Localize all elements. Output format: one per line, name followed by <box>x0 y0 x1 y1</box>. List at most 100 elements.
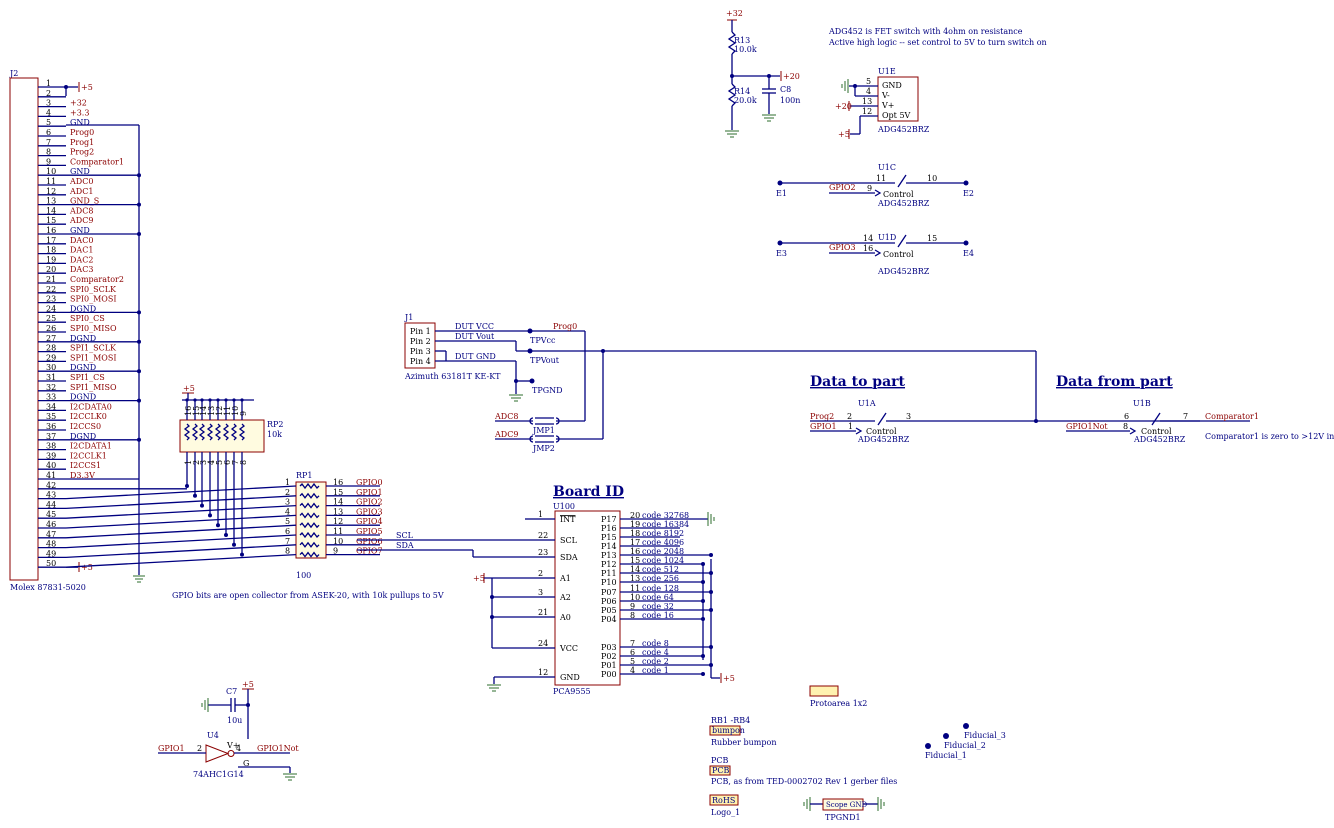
u100-power-p00: +5 <box>723 674 735 683</box>
rp1-net: GPIO0 <box>356 478 383 487</box>
j2-pin-number: 30 <box>46 363 56 372</box>
u100-right-pin-name: P14 <box>601 542 617 551</box>
rp2-resistor <box>206 423 214 441</box>
j2-pin-number: 41 <box>46 471 56 480</box>
j2-pin-number: 31 <box>46 373 56 382</box>
rp2-resistor <box>238 423 246 441</box>
ground-symbol <box>707 512 715 526</box>
rp1-right-pin: 10 <box>333 537 343 546</box>
u100-right-code: code 8 <box>642 639 669 648</box>
u1a-ref: U1A <box>858 399 876 408</box>
j2-pin-number: 36 <box>46 422 56 431</box>
u100-right-code: code 16384 <box>642 520 689 529</box>
u100-part: PCA9555 <box>553 687 591 696</box>
junction-dot <box>185 484 189 488</box>
rp1-net: GPIO3 <box>356 507 383 516</box>
bumpon-box <box>709 725 741 736</box>
e4-label: E4 <box>963 249 974 258</box>
j2-pin-number: 20 <box>46 265 56 274</box>
j2-pin-number: 15 <box>46 216 56 225</box>
tpgnd1-label: TPGND1 <box>825 813 861 822</box>
j1-ref: J1 <box>404 313 413 322</box>
j2-pin-number: 21 <box>46 275 56 284</box>
junction-dot <box>208 398 212 402</box>
rp2-body <box>179 419 265 453</box>
u1a-pin3: 3 <box>906 412 911 421</box>
ground-symbol <box>803 797 811 811</box>
ground-symbol <box>509 394 523 402</box>
rp2-resistor <box>222 423 230 441</box>
rp1-net: GPIO1 <box>356 488 383 497</box>
gpio-wire <box>65 534 297 549</box>
j2-pin-net: SPI1_MOSI <box>70 353 117 362</box>
e1-label: E1 <box>776 189 787 198</box>
rp2-power: +5 <box>183 384 195 393</box>
j2-pin-number: 29 <box>46 353 56 362</box>
jmp1-symbol <box>529 417 560 425</box>
junction-dot <box>240 552 244 557</box>
u4-out: GPIO1Not <box>257 744 299 753</box>
u100-right-code: code 64 <box>642 593 674 602</box>
u1e-body <box>877 76 919 122</box>
data-from-part: Data from part U1B 6 7 Comparator1 GPIO1… <box>1056 374 1334 444</box>
rp2-bottom-pin: 2 <box>192 460 201 465</box>
u1c-ref: U1C <box>878 163 896 172</box>
u1d-ref: U1D <box>878 233 896 242</box>
j2-power1: +5 <box>81 83 93 92</box>
u100-right-pin-num: 15 <box>630 556 640 565</box>
j2-pin-net: SPI0_CS <box>70 314 105 323</box>
u100-left-pin-num: 24 <box>538 639 548 648</box>
j2-pin-net: SPI1_MISO <box>70 383 117 392</box>
u100-right-code: code 4096 <box>642 538 684 547</box>
j2-pin-net: SPI1_CS <box>70 373 105 382</box>
rp2-top-pin: 12 <box>215 406 224 416</box>
rp1-resistor <box>299 541 320 548</box>
j2-pin-number: 44 <box>46 500 56 509</box>
junction-dot <box>137 369 141 374</box>
rp2-resistor <box>183 423 191 441</box>
u1b-ctrl: Control <box>1141 427 1172 436</box>
u100-right-pin-name: P12 <box>601 560 617 569</box>
j2-pin-number: 1 <box>46 79 51 88</box>
junction-dot <box>701 562 705 566</box>
rp1-left-pin: 5 <box>285 517 290 526</box>
j2-pin-net: Comparator2 <box>70 275 124 284</box>
j2-pin-net: +3.3 <box>70 108 89 117</box>
j2-pin-number: 35 <box>46 412 56 421</box>
fiducial-2-label: Fiducial_2 <box>944 741 986 750</box>
e2-label: E2 <box>963 189 974 198</box>
j2-pin-net: DGND <box>70 393 96 402</box>
rp2-top-pin: 14 <box>199 406 208 416</box>
rp1-left-pin: 8 <box>285 547 290 556</box>
prog0-label: Prog0 <box>553 322 577 331</box>
rp1-left-pin: 4 <box>285 507 290 516</box>
j2-pin-net: I2CCS0 <box>70 422 101 431</box>
rp2-bottom-pin: 6 <box>223 460 232 465</box>
p20-label: +20 <box>783 72 800 81</box>
c7-ref: C7 <box>226 687 237 696</box>
pcb-box-label: PCB <box>712 766 730 775</box>
u100-right-code: code 2048 <box>642 547 684 556</box>
rp1-left-pin: 7 <box>285 537 290 546</box>
rp1-net: GPIO7 <box>356 547 383 556</box>
j2-pin-net: DGND <box>70 334 96 343</box>
logo-label: Logo_1 <box>711 808 740 817</box>
j2-body <box>9 77 39 581</box>
u100-left-pin-name: INT <box>560 515 576 524</box>
u1c-ctrl: Control <box>883 190 914 199</box>
j2-pin-number: 19 <box>46 255 56 264</box>
u100-left-pin-num: 3 <box>538 588 543 597</box>
rp2-bottom-pin: 1 <box>184 460 193 465</box>
rp1-value: 100 <box>296 571 311 580</box>
rp1-resistor <box>299 551 320 558</box>
u100-right-code: code 1024 <box>642 556 684 565</box>
u1b-out: Comparator1 <box>1205 412 1259 421</box>
u1e-name-gnd: GND <box>882 81 902 90</box>
scl-label: SCL <box>396 531 414 540</box>
j2-power50: +5 <box>81 563 93 572</box>
gpio-wire <box>65 495 297 510</box>
u100-right-code: code 2 <box>642 657 669 666</box>
